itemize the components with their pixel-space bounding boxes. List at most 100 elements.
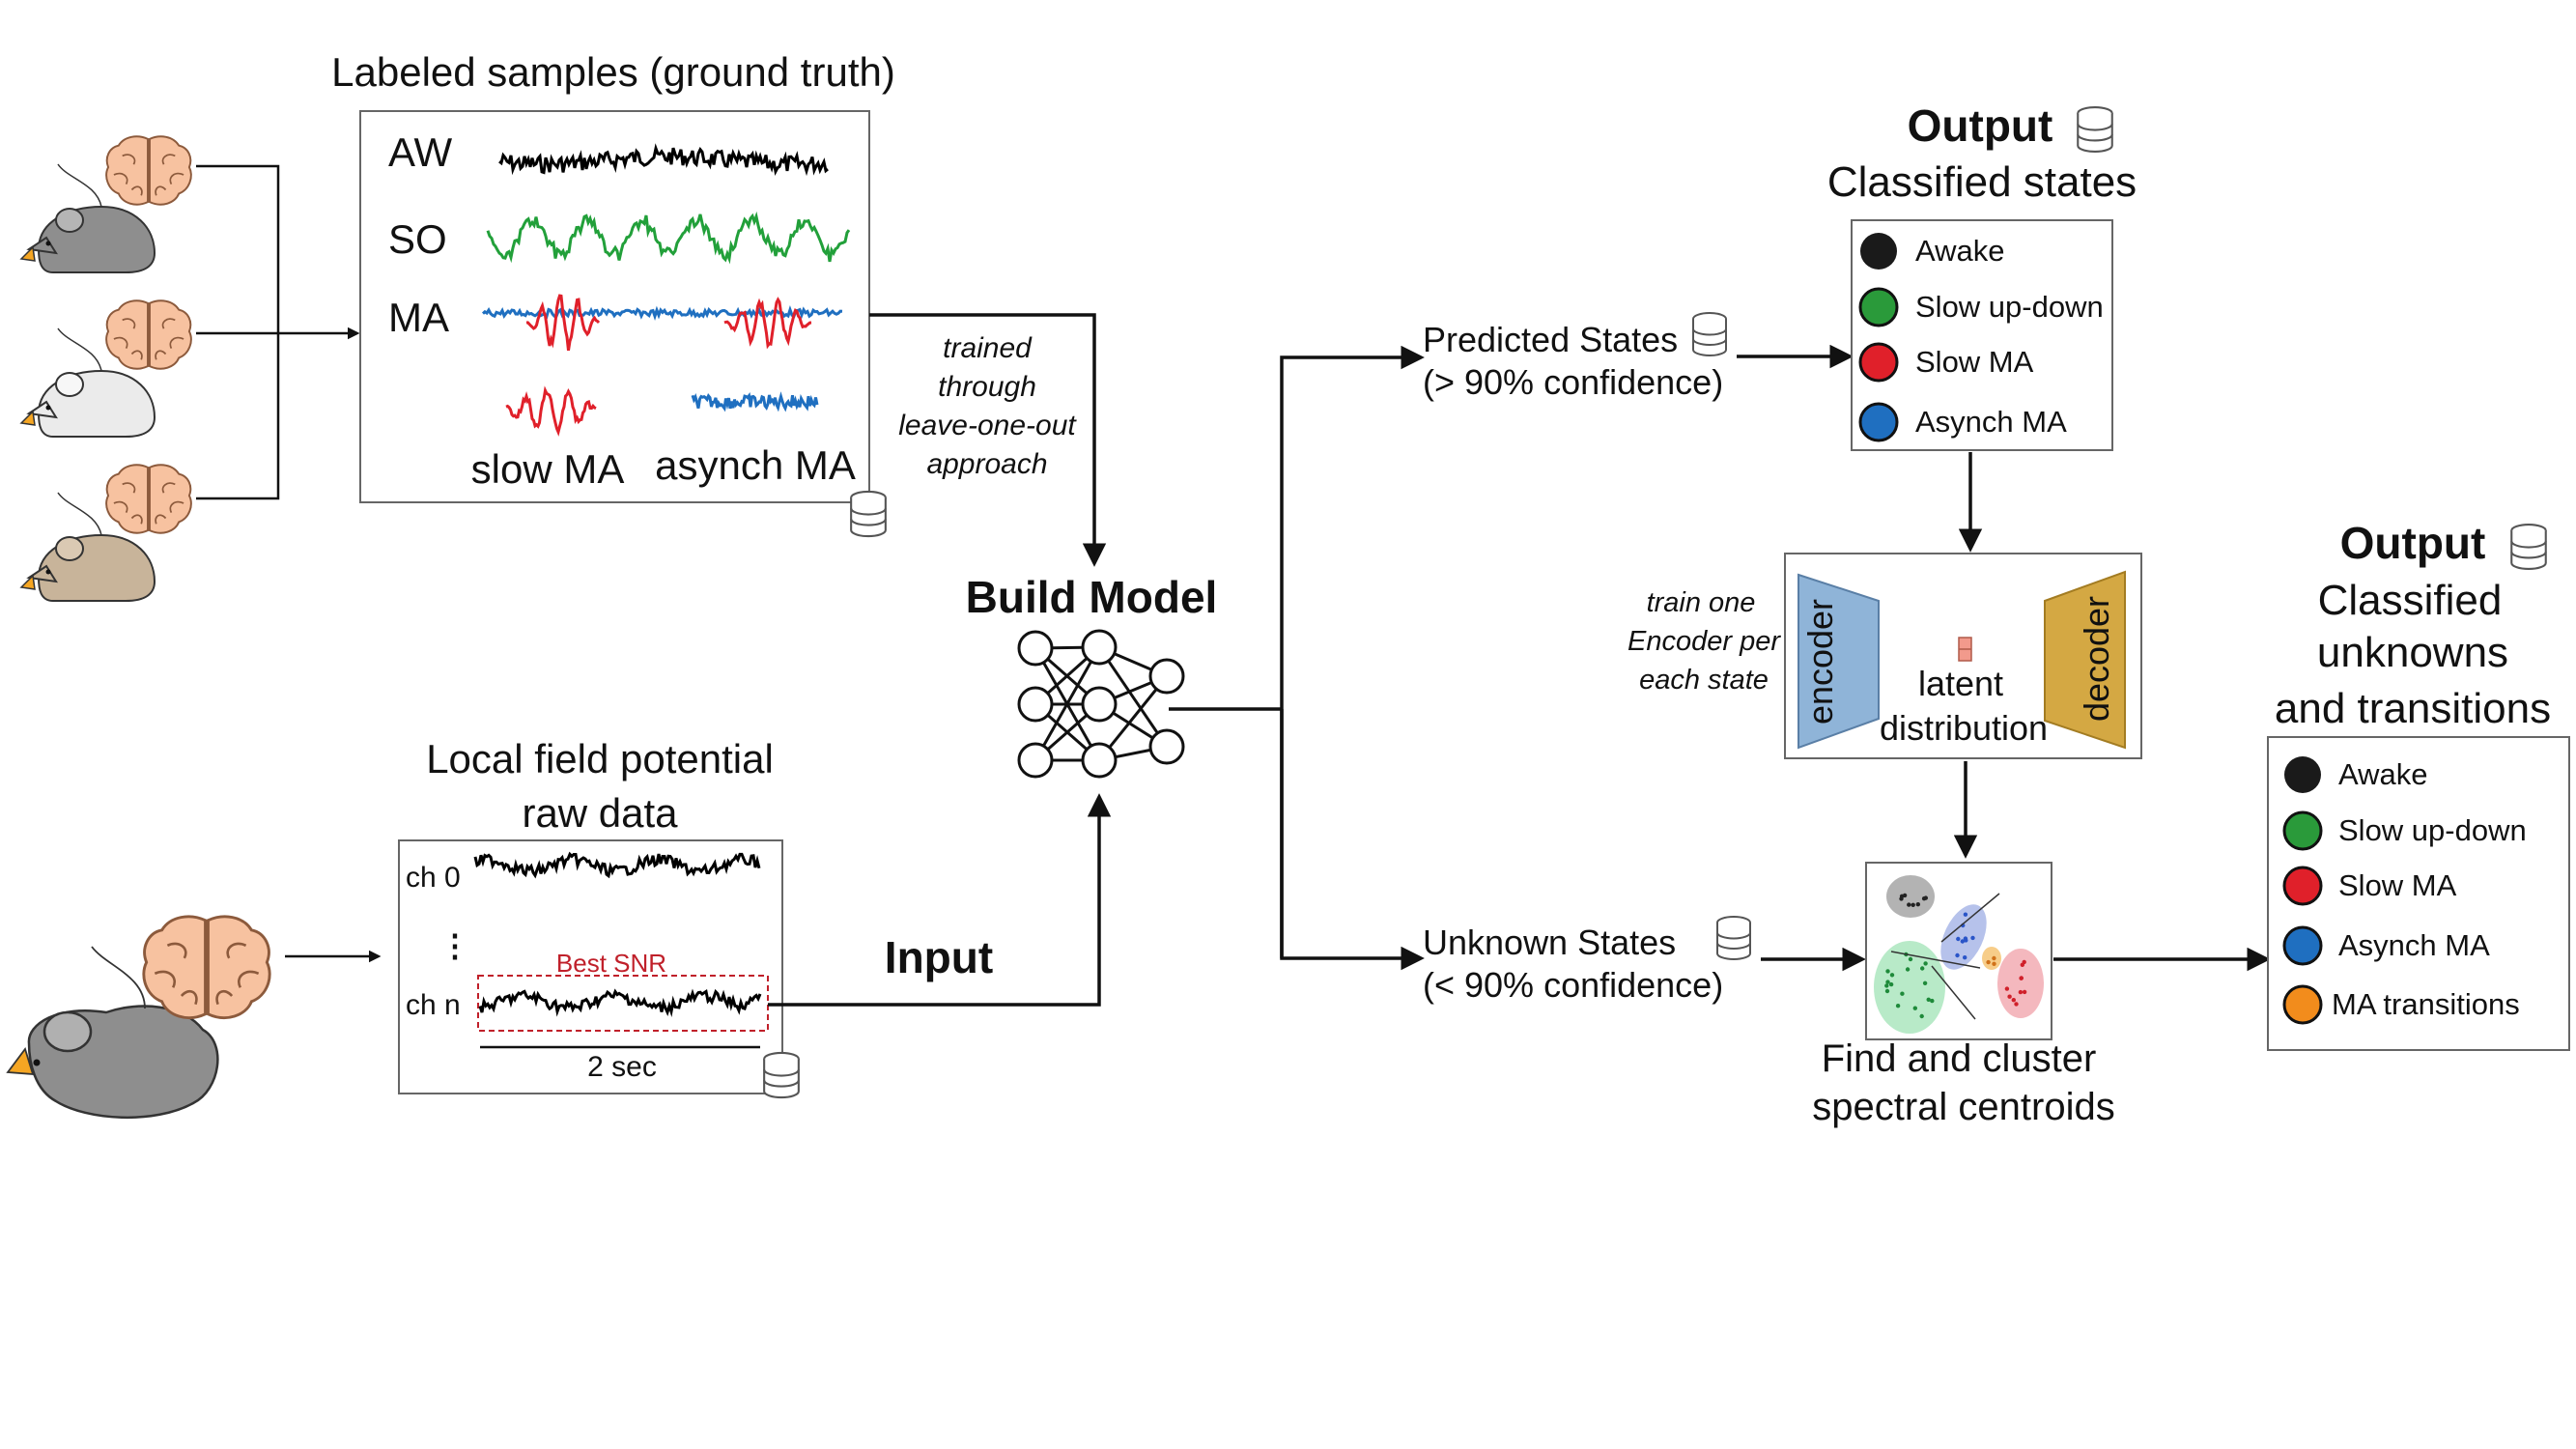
legend-label: Slow MA [2338, 868, 2457, 902]
cluster-point [1921, 896, 1927, 901]
latent-line1: latent [1918, 664, 2003, 703]
lfp-title-line1: Local field potential [426, 736, 774, 781]
cluster-caption-line1: Find and cluster [1822, 1037, 2097, 1080]
build-model-title: Build Model [966, 572, 1218, 622]
cluster-point [1920, 966, 1925, 971]
unknown-line2: (< 90% confidence) [1423, 965, 1723, 1005]
legend-item: Slow up-down [2282, 810, 2527, 851]
legend-item: Asynch MA [2282, 925, 2490, 966]
output2-subtitle-line: Classified [2318, 577, 2503, 624]
cluster-point [2019, 976, 2024, 980]
legend-item: Slow up-down [1858, 287, 2104, 327]
awake-dot [2284, 756, 2321, 793]
unknown-arrow [1280, 709, 1425, 971]
lfp-panel: Local field potential raw data ch 0 ⋮ Be… [398, 736, 800, 1099]
cluster-red [1997, 949, 2044, 1018]
output-classified-states: Output Classified states Awake Slow up-d… [1827, 100, 2137, 451]
training-note: trained through leave-one-out approach [898, 332, 1077, 480]
autoencoder-note-line: each state [1639, 665, 1769, 696]
cluster-point [2011, 998, 2016, 1003]
cluster-point [1926, 997, 1931, 1003]
chn-trace [478, 988, 762, 1017]
brain-icon [105, 299, 192, 370]
cluster-blue [1940, 904, 1987, 970]
predicted-line1: Predicted States [1423, 320, 1678, 359]
output2-subtitle-line: unknowns [2317, 629, 2508, 676]
asynch-ma-dot [2282, 925, 2323, 966]
cluster-point [1992, 955, 1996, 961]
cluster-point [2020, 962, 2024, 967]
so-label: SO [388, 216, 447, 262]
decoder-label: decoder [2077, 596, 2116, 722]
best-snr-box [477, 975, 769, 1032]
mouse-icon [19, 327, 156, 438]
chn-label: ch n [406, 989, 461, 1021]
encoder-label: encoder [1800, 599, 1840, 724]
cluster-point [2004, 986, 2010, 991]
cluster-point [1992, 961, 1996, 966]
scale-label: 2 sec [587, 1051, 657, 1083]
cluster-point [2018, 989, 2024, 995]
slow-ma-label: slow MA [471, 446, 625, 492]
slow-updown-dot [2282, 810, 2323, 851]
legend-label: MA transitions [2332, 987, 2520, 1021]
ma-burst-trace [525, 294, 601, 352]
cluster-point [1970, 935, 1975, 941]
cluster-point [1963, 955, 1967, 960]
labeled-samples-panel: Labeled samples (ground truth) AW SO MA … [331, 49, 895, 538]
cluster-point [1930, 998, 1935, 1004]
legend-label: Asynch MA [1915, 405, 2067, 439]
cluster-point [1884, 983, 1889, 988]
database-icon [2510, 524, 2547, 570]
cluster-point [1885, 980, 1890, 984]
cluster-point [1899, 894, 1905, 898]
cluster-panel: Find and cluster spectral centroids [1812, 862, 2115, 1128]
ma-burst-trace [723, 297, 812, 350]
ma-label: MA [388, 295, 449, 340]
cluster-point [1911, 902, 1915, 907]
input-label: Input [885, 932, 993, 982]
legend-label: Slow MA [1915, 345, 2034, 379]
autoencoder-note-line: train one [1647, 587, 1756, 618]
cluster-point [1915, 902, 1921, 907]
legend-item: Asynch MA [1858, 402, 2067, 442]
lfp-mouse [6, 946, 219, 1120]
lfp-title-line2: raw data [522, 790, 678, 836]
output1-title: Output [1908, 100, 2053, 151]
output2-subtitle-line: and transitions [2275, 685, 2551, 732]
database-icon [1716, 916, 1751, 960]
encoder-shape [1798, 573, 1880, 750]
brain-icon [105, 464, 192, 534]
cluster-point [1895, 1004, 1901, 1009]
input-arrow [768, 793, 1112, 1007]
brain-icon [142, 915, 271, 1020]
cluster-point [1986, 959, 1991, 965]
asynch-ma-trace [691, 391, 819, 412]
autoencoder-note-line: Encoder per [1628, 626, 1781, 657]
ma-transitions-dot [2282, 984, 2323, 1025]
cluster-point [1889, 973, 1895, 978]
awake-dot [1860, 233, 1897, 270]
slow-ma-dot [2282, 866, 2323, 906]
training-note-line: trained [943, 332, 1033, 364]
legend-item: Slow MA [1858, 342, 2034, 383]
output1-subtitle: Classified states [1827, 158, 2137, 206]
database-icon [1692, 312, 1727, 356]
training-note-line: through [938, 371, 1036, 403]
legend-item: MA transitions [2282, 984, 2520, 1025]
cluster-point [2022, 989, 2027, 995]
cluster-point [1900, 991, 1905, 996]
slow-ma-dot [1858, 342, 1899, 383]
cluster-point [1888, 981, 1894, 987]
aw-trace [498, 143, 829, 177]
cluster-gray [1886, 875, 1935, 918]
legend-label: Asynch MA [2338, 928, 2490, 962]
predicted-line2: (> 90% confidence) [1423, 362, 1723, 402]
training-arrow [869, 313, 1107, 567]
cluster-point [1955, 952, 1960, 958]
legend-item: Awake [1860, 233, 2005, 270]
labeled-mice [19, 135, 360, 602]
ch0-trace [473, 851, 761, 879]
channel-ellipsis: ⋮ [439, 928, 470, 963]
